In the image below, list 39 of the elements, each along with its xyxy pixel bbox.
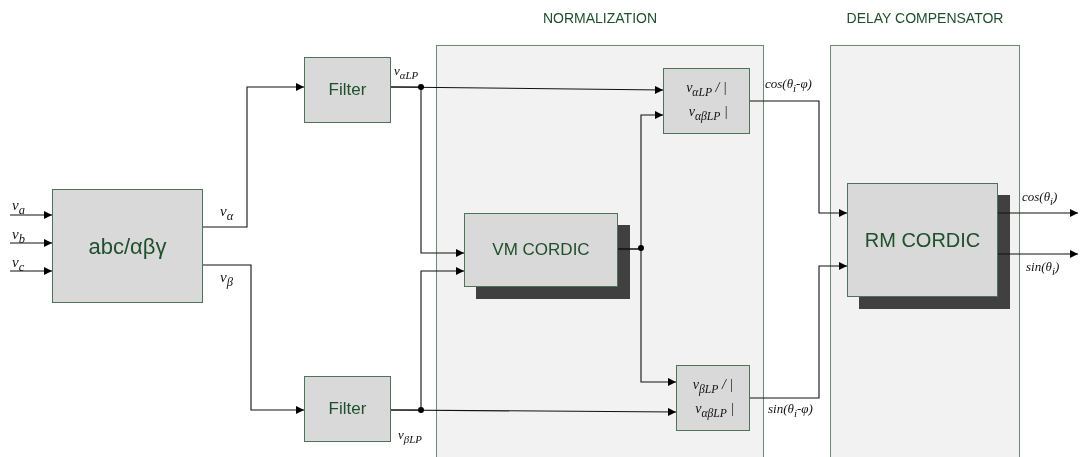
signal-arrow: [390, 267, 465, 411]
block-label: abc/αβγ: [88, 232, 167, 261]
signal-label: v$_{α}$: [220, 204, 234, 223]
signal-label: sin(θ$_{i}$): [1026, 260, 1060, 277]
block-label: RM CORDIC: [864, 228, 981, 253]
signal-arrow: [202, 264, 305, 414]
process-block: [52, 189, 203, 303]
signal-label: v$_{βLP}$: [398, 428, 422, 445]
process-block: [464, 213, 618, 287]
signal-arrow: [617, 248, 677, 386]
block-label: Filter: [328, 79, 367, 102]
panel-title: NORMALIZATION: [541, 10, 659, 26]
block-label: v$_{αLP}$ / | v$_{αβLP}$ |: [685, 78, 729, 125]
process-block: [304, 376, 391, 442]
signal-label: v$_{b}$: [12, 227, 25, 246]
signal-arrow: [9, 211, 53, 219]
signal-arrow: [997, 250, 1079, 258]
signal-arrow: [997, 209, 1079, 217]
signal-arrow: [390, 86, 465, 257]
signal-arrow: [9, 267, 53, 275]
signal-label: v$_{β}$: [220, 270, 233, 289]
process-block: [847, 183, 998, 297]
signal-arrow: [749, 262, 848, 399]
signal-arrow: [202, 83, 305, 228]
signal-arrow: [9, 239, 53, 247]
process-block: [676, 365, 750, 431]
signal-label: v$_{a}$: [12, 198, 25, 217]
block-label: v$_{βLP}$ / | v$_{αβLP}$ |: [691, 375, 736, 422]
signal-label: v$_{αLP}$: [394, 64, 419, 81]
panel-title: DELAY COMPENSATOR: [845, 10, 1005, 26]
signal-label: sin(θ$_{i}$-φ): [768, 402, 813, 419]
signal-label: cos(θ$_{i}$-φ): [765, 77, 812, 94]
signal-arrow: [749, 100, 848, 217]
block-label: Filter: [328, 398, 367, 421]
signal-label: cos(θ$_{i}$): [1022, 190, 1058, 207]
block-label: VM CORDIC: [492, 239, 590, 262]
process-block: [304, 57, 391, 123]
signal-label: v$_{c}$: [12, 255, 25, 274]
process-block: [663, 68, 750, 134]
